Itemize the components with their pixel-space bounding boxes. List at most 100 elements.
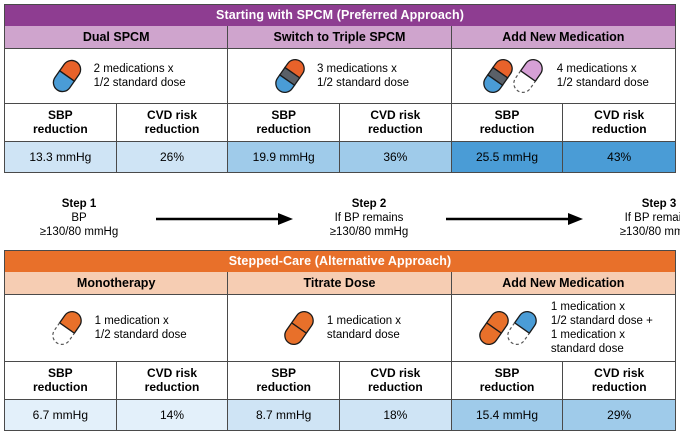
metric-label-line2: reduction	[591, 380, 647, 394]
metric-label-line1: CVD risk	[370, 108, 421, 122]
stepped-value-sbp-2: 8.7 mmHg	[228, 400, 341, 430]
step-2-line3: ≥130/80 mmHg	[329, 226, 409, 238]
step-2-line2: If BP remains	[334, 212, 404, 224]
step-1: Step 1 BP ≥130/80 mmHg	[4, 197, 154, 239]
spcm-column-headers: Dual SPCM Switch to Triple SPCM Add New …	[5, 26, 675, 49]
spcm-metric-label-sbp-1: SBP reduction	[5, 104, 117, 141]
stepped-care-metric-label-row: SBP reduction CVD risk reduction SBP red…	[5, 362, 675, 400]
metric-label-line1: CVD risk	[594, 366, 645, 380]
metric-label-line2: reduction	[256, 380, 312, 394]
stepped-metric-label-cvd-2: CVD risk reduction	[340, 362, 452, 399]
spcm-section: Starting with SPCM (Preferred Approach) …	[4, 4, 676, 173]
metric-label-line1: CVD risk	[146, 108, 198, 122]
spcm-value-cvd-3: 43%	[563, 142, 676, 172]
step-2-title: Step 2	[351, 198, 387, 210]
stepped-column-header-titrate: Titrate Dose	[228, 272, 452, 294]
metric-label-line1: SBP	[271, 366, 297, 380]
metric-label-line2: reduction	[479, 380, 535, 394]
orange-half-capsule-icon	[46, 305, 88, 351]
stepped-value-cvd-1: 14%	[116, 400, 229, 430]
metric-label-line1: CVD risk	[594, 108, 645, 122]
two-tone-capsule-icon	[47, 55, 87, 97]
spcm-value-sbp-1: 13.3 mmHg	[5, 142, 117, 172]
stepped-column-header-add-new: Add New Medication	[451, 272, 675, 294]
metric-label-line2: reduction	[591, 122, 647, 136]
dose-line: 3 medications x	[316, 63, 397, 75]
stepped-metric-label-cvd-3: CVD risk reduction	[563, 362, 675, 399]
metric-label-line1: SBP	[494, 108, 520, 122]
spcm-metric-label-sbp-3: SBP reduction	[452, 104, 564, 141]
spcm-value-sbp-2: 19.9 mmHg	[228, 142, 341, 172]
dose-line: 2 medications x	[93, 63, 174, 75]
stepped-value-sbp-3: 15.4 mmHg	[451, 400, 564, 430]
step-3-line3: ≥130/80 mmHg	[619, 226, 680, 238]
dose-line: standard dose	[326, 329, 400, 341]
three-tone-capsule-plus-pink-half-icon	[478, 54, 550, 98]
metric-label-line1: SBP	[47, 366, 73, 380]
stepped-capsule-cell-add-new: 1 medication x 1/2 standard dose + 1 med…	[452, 295, 675, 361]
metric-label-line1: CVD risk	[370, 366, 421, 380]
spcm-metric-label-sbp-2: SBP reduction	[228, 104, 341, 141]
spcm-capsule-cell-triple: 3 medications x 1/2 standard dose	[228, 49, 452, 103]
step-3-line2: If BP remains	[624, 212, 680, 224]
metric-label-line1: SBP	[271, 108, 297, 122]
metric-label-line2: reduction	[144, 380, 200, 394]
dose-line: 1/2 standard dose	[94, 329, 187, 341]
spcm-column-header-triple: Switch to Triple SPCM	[228, 26, 452, 48]
metric-label-line1: CVD risk	[146, 366, 198, 380]
step-3: Step 3 If BP remains ≥130/80 mmHg	[584, 197, 680, 239]
spcm-metric-label-cvd-3: CVD risk reduction	[563, 104, 675, 141]
dose-line: 1/2 standard dose	[93, 77, 186, 89]
spcm-value-cvd-1: 26%	[116, 142, 229, 172]
step-2: Step 2 If BP remains ≥130/80 mmHg	[294, 197, 444, 239]
spcm-metric-label-cvd-1: CVD risk reduction	[117, 104, 229, 141]
spcm-metric-label-row: SBP reduction CVD risk reduction SBP red…	[5, 104, 675, 142]
dose-line: 1 medication x	[326, 315, 402, 327]
dose-line: 1/2 standard dose	[316, 77, 410, 89]
stepped-dose-text-monotherapy: 1 medication x 1/2 standard dose	[95, 314, 187, 342]
spcm-metric-label-cvd-2: CVD risk reduction	[340, 104, 452, 141]
dose-line: 1 medication x	[94, 315, 169, 327]
spcm-dose-text-add-new: 4 medications x 1/2 standard dose	[557, 62, 649, 90]
metric-label-line1: SBP	[494, 366, 520, 380]
dose-line: standard dose	[550, 343, 624, 355]
spcm-capsule-cell-add-new: 4 medications x 1/2 standard dose	[452, 49, 675, 103]
spcm-capsule-row: 2 medications x 1/2 standard dose 3	[5, 49, 675, 104]
metric-label-line2: reduction	[33, 122, 88, 136]
metric-label-line1: SBP	[47, 108, 73, 122]
stepped-value-sbp-1: 6.7 mmHg	[5, 400, 117, 430]
stepped-value-cvd-3: 29%	[563, 400, 676, 430]
metric-label-line2: reduction	[256, 122, 312, 136]
dose-line: 1/2 standard dose	[556, 77, 649, 89]
dose-line: 4 medications x	[556, 63, 637, 75]
orange-full-plus-blue-half-icon	[474, 305, 544, 351]
stepped-metric-label-cvd-1: CVD risk reduction	[117, 362, 229, 399]
step-1-line2: BP	[71, 212, 87, 224]
step-1-title: Step 1	[61, 198, 97, 210]
stepped-care-capsule-row: 1 medication x 1/2 standard dose 1 medic…	[5, 295, 675, 362]
arrow-step2-to-step3	[444, 210, 584, 226]
stepped-value-cvd-2: 18%	[340, 400, 452, 430]
stepped-metric-label-sbp-3: SBP reduction	[452, 362, 564, 399]
spcm-value-sbp-3: 25.5 mmHg	[451, 142, 564, 172]
stepped-capsule-cell-monotherapy: 1 medication x 1/2 standard dose	[5, 295, 229, 361]
stepped-metric-label-sbp-1: SBP reduction	[5, 362, 117, 399]
stepped-column-header-monotherapy: Monotherapy	[5, 272, 229, 294]
spcm-capsule-cell-dual: 2 medications x 1/2 standard dose	[5, 49, 229, 103]
stepped-care-section: Stepped-Care (Alternative Approach) Mono…	[4, 250, 676, 431]
stepped-dose-text-titrate: 1 medication x standard dose	[327, 314, 401, 342]
metric-label-line2: reduction	[368, 122, 423, 136]
spcm-value-row: 13.3 mmHg 26% 19.9 mmHg 36% 25.5 mmHg 43…	[5, 142, 676, 172]
stepped-capsule-cell-titrate: 1 medication x standard dose	[228, 295, 452, 361]
spcm-dose-text-triple: 3 medications x 1/2 standard dose	[317, 62, 409, 90]
spcm-column-header-dual: Dual SPCM	[5, 26, 229, 48]
spcm-value-cvd-2: 36%	[340, 142, 452, 172]
orange-full-capsule-icon	[278, 305, 320, 351]
spcm-section-title: Starting with SPCM (Preferred Approach)	[5, 5, 675, 26]
metric-label-line2: reduction	[144, 122, 200, 136]
metric-label-line2: reduction	[33, 380, 88, 394]
spcm-column-header-add-new: Add New Medication	[451, 26, 675, 48]
stepped-care-value-row: 6.7 mmHg 14% 8.7 mmHg 18% 15.4 mmHg 29%	[5, 400, 676, 430]
dose-line: 1 medication x	[550, 301, 625, 313]
step-1-line3: ≥130/80 mmHg	[39, 226, 119, 238]
